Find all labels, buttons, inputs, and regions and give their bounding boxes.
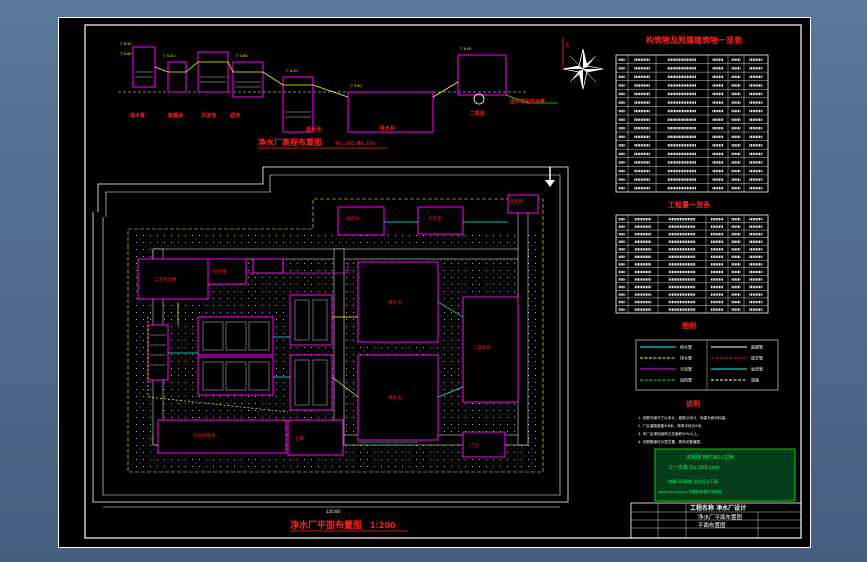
- building-office: [207, 258, 247, 285]
- building-power: [507, 194, 539, 214]
- profile-label-7: 送水泵房出水管: [509, 98, 545, 105]
- building-dosing: [337, 206, 385, 236]
- legend-label-5: 放空管: [751, 355, 763, 361]
- note-3: 4. 本图管道仅示意位置，具体见管道图。: [638, 439, 704, 444]
- watermark-line1: 沐风网 MFCAD.COM: [686, 454, 734, 461]
- legend-label-2: 污泥管: [680, 366, 692, 372]
- notes-title: 说明: [686, 399, 700, 408]
- title-block-subtitle: 净水厂平面布置图: [698, 513, 743, 521]
- legend-label-4: 超越管: [751, 344, 763, 350]
- drawing-sheet: ▽ 6.50 ▽ 5.80 ▽ 5.20 ▽ 4.80 ▽ 4.20 ▽ 3.50 ▽…: [58, 17, 811, 548]
- svg-text:120.00: 120.00: [326, 509, 340, 514]
- title-block-drawing-name: 平面布置图: [698, 521, 726, 529]
- svg-text:▽ 3.50: ▽ 3.50: [350, 84, 362, 88]
- label-pump-house: 二级泵房: [473, 344, 491, 351]
- svg-text:▽ 4.80: ▽ 4.80: [236, 54, 248, 58]
- structures-table: 构筑物及附属建筑物一览表: [615, 35, 769, 193]
- tank-2: [357, 354, 439, 441]
- profile-title: 净水厂高程布置图: [258, 137, 322, 147]
- tank-1: [357, 261, 439, 343]
- legend-label-1: 排水管: [680, 355, 692, 361]
- plan-scale: 1:200: [370, 521, 396, 530]
- profile-label-5: 吸水井: [380, 125, 395, 132]
- plan-title: 净水厂平面布置图: [290, 519, 362, 531]
- note-1: 2. 厂区道路宽度为6米，转弯半径为9米。: [638, 423, 705, 428]
- label-filter-plant: 工艺综合楼: [154, 276, 177, 283]
- label-garage: 门卫: [470, 442, 479, 449]
- label-sludge: 污泥浓缩池: [193, 432, 216, 439]
- label-power: 变电所: [510, 198, 524, 205]
- outer-frame: [58, 17, 811, 548]
- legend-label-6: 溢流管: [751, 366, 763, 372]
- watermark-line4: www.mfcad.com 本图纸来源于沐风网: [658, 489, 722, 494]
- profile-label-2: 沉淀池: [201, 112, 216, 119]
- label-tank2: 清水池: [388, 394, 402, 401]
- label-warehouse: 仓库: [295, 435, 304, 442]
- profile-label-1: 絮凝池: [168, 112, 183, 119]
- inner-frame: [84, 24, 802, 539]
- svg-text:E: E: [566, 43, 569, 49]
- drawing-canvas: ▽ 6.50 ▽ 5.80 ▽ 5.20 ▽ 4.80 ▽ 4.20 ▽ 3.50 ▽…: [58, 17, 811, 548]
- watermark-box: 沐风网 MFCAD.COM 三一文库 Co.163.com 海量CAD图纸 毕业…: [654, 448, 796, 502]
- pipes-title: 工程量一览表: [668, 200, 711, 209]
- notes-section: 说明 1. 本图平面尺寸以米计，高程以米计，标高为绝对标高。 2. 厂区道路宽度…: [638, 399, 729, 444]
- pump-house: [462, 296, 519, 403]
- building-lab: [417, 206, 464, 235]
- building-warehouse: [287, 419, 344, 456]
- label-tank1: 清水池: [388, 299, 402, 306]
- svg-text:▽ 8.00: ▽ 8.00: [460, 47, 472, 51]
- svg-text:▽ 5.80: ▽ 5.80: [120, 52, 132, 56]
- watermark-line3: 海量CAD图纸 毕业设计下载: [668, 478, 718, 484]
- building-sludge: [157, 419, 287, 454]
- legend-label-3: 加药管: [680, 377, 692, 383]
- pipes-table: 工程量一览表: [615, 200, 769, 314]
- title-block-title: 工程名称 净水厂设计: [690, 504, 746, 512]
- profile-scale: 竖1:100 横1:100: [335, 140, 375, 147]
- svg-text:▽ 4.20: ▽ 4.20: [286, 69, 298, 73]
- note-0: 1. 本图平面尺寸以米计，高程以米计，标高为绝对标高。: [638, 415, 729, 420]
- legend-title: 图例: [682, 321, 696, 330]
- profile-label-3: 滤池: [230, 112, 240, 119]
- building-garage: [462, 431, 506, 458]
- label-lab: 化验室: [428, 215, 442, 222]
- label-office: 综合楼: [213, 268, 227, 275]
- north-compass: [562, 48, 604, 90]
- profile-drawing: ▽ 6.50 ▽ 5.80 ▽ 5.20 ▽ 4.80 ▽ 4.20 ▽ 3.50 ▽…: [118, 37, 569, 149]
- structures-title: 构筑物及附属建筑物一览表: [646, 35, 743, 45]
- profile-label-6: 二泵房: [470, 110, 485, 117]
- profile-label-0: 进水管: [130, 112, 145, 119]
- title-block: 工程名称 净水厂设计 净水厂平面布置图 平面布置图: [630, 502, 802, 539]
- legend-label-0: 给水管: [680, 344, 692, 350]
- svg-text:▽ 6.50: ▽ 6.50: [120, 42, 132, 46]
- legend-label-7: 道路: [751, 377, 759, 383]
- svg-text:▽ 5.20: ▽ 5.20: [163, 54, 175, 58]
- label-dosing: 加药间: [346, 215, 360, 222]
- entrance-arrow: [545, 167, 555, 187]
- note-2: 3. 本厂区绿化面积占总面积30%以上。: [638, 431, 701, 436]
- plan-drawing: 工艺综合楼 综合楼 加药间 化验室 变电所 清水池 清水池 二级泵房 污泥浓缩池…: [92, 166, 569, 532]
- profile-label-4: 清水池: [306, 126, 321, 133]
- watermark-line2: 三一文库 Co.163.com: [668, 464, 720, 471]
